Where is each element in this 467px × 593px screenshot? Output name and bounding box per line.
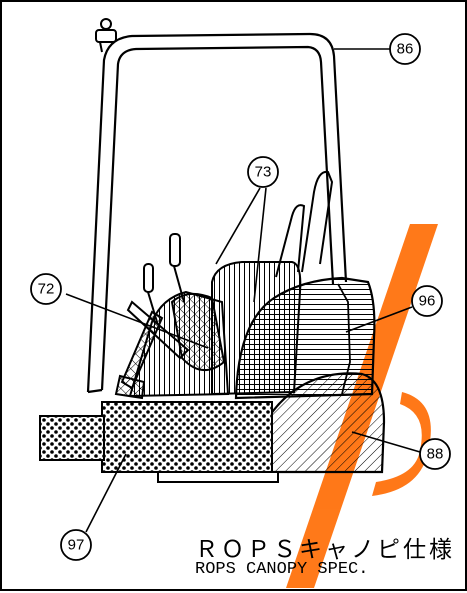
callout-97	[60, 529, 92, 561]
leader-lines	[65, 48, 421, 533]
rear-supports	[275, 170, 334, 278]
top-bolt-icon	[95, 18, 117, 53]
callout-label-88: 88	[427, 446, 444, 463]
callout-96	[411, 285, 443, 317]
callout-labels: 86 73 72 96 88 97	[38, 41, 444, 554]
callout-86	[389, 33, 421, 65]
console-cover	[170, 292, 226, 371]
callout-label-72: 72	[38, 281, 55, 298]
callout-label-97: 97	[68, 537, 85, 554]
caption-block: ＲＯＰＳキャノピ仕様 ROPS CANOPY SPEC.	[195, 537, 455, 579]
upper-track-block	[101, 401, 273, 473]
callout-label-86: 86	[397, 41, 414, 58]
rops-frame	[86, 32, 348, 394]
caption-english: ROPS CANOPY SPEC.	[195, 560, 369, 580]
track-extension	[39, 415, 105, 461]
swing-base	[157, 471, 279, 483]
hood-cover	[234, 276, 376, 400]
callout-label-73: 73	[255, 164, 272, 181]
callout-73	[247, 156, 279, 188]
callout-label-96: 96	[419, 293, 436, 310]
callouts	[30, 33, 451, 561]
callout-88	[419, 438, 451, 470]
callout-72	[30, 273, 62, 305]
caption-japanese: ＲＯＰＳキャノピ仕様	[195, 536, 455, 563]
